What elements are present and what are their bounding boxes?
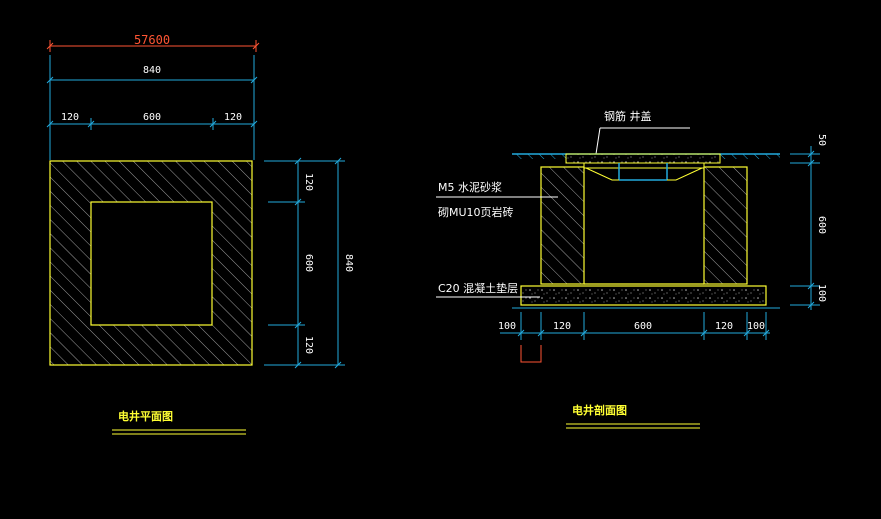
plan-dim-v-mid: 600 — [303, 254, 314, 272]
concrete-base — [520, 285, 767, 306]
section-dim-r-mid: 600 — [816, 216, 827, 234]
cover-label: 钢筋 井盖 — [604, 109, 652, 123]
plan-dim-right: 120 — [224, 112, 242, 123]
top-dimension-overall — [46, 55, 258, 160]
plan-wall-hatch — [50, 161, 252, 365]
section-dim-r-top: 50 — [816, 134, 827, 146]
section-dim-b-wall-r: 120 — [715, 321, 733, 332]
wall-right — [703, 166, 748, 285]
plan-dim-mid: 600 — [143, 112, 161, 123]
plan-dim-v-total: 840 — [343, 254, 354, 272]
plan-dim-overall: 840 — [143, 65, 161, 76]
right-dimension-lines — [264, 157, 345, 369]
cover-slab — [565, 153, 721, 164]
wall-left — [540, 166, 585, 285]
red-dim-text: 57600 — [134, 33, 170, 47]
section-dim-b-mid: 600 — [634, 321, 652, 332]
brick-label: 砌MU10页岩砖 — [438, 205, 514, 219]
plan-dim-v-bot: 120 — [303, 336, 314, 354]
red-dimension: 57600 — [46, 33, 260, 52]
section-dim-r-bot: 100 — [816, 284, 827, 302]
section-dim-b-left: 100 — [498, 321, 516, 332]
plan-outer-outline — [49, 160, 253, 366]
plan-dim-left: 120 — [61, 112, 79, 123]
cover-frame — [583, 162, 705, 169]
section-bottom-dimensions — [500, 312, 770, 340]
top-dimension-parts — [46, 118, 258, 130]
section-dim-b-right: 100 — [747, 321, 765, 332]
plan-dim-v-top: 120 — [303, 173, 314, 191]
plan-title: 电井平面图 — [118, 409, 173, 423]
red-mark — [520, 345, 542, 363]
section-view: 钢筋 井盖 M5 水泥砂浆 砌MU10页岩砖 C20 混凝土垫层 — [436, 109, 827, 429]
section-right-dimensions — [790, 146, 820, 310]
plan-view: 57600 840 120 600 120 — [46, 33, 354, 435]
section-dim-b-wall-l: 120 — [553, 321, 571, 332]
mortar-label: M5 水泥砂浆 — [438, 180, 502, 194]
soil-hatch-left — [512, 154, 572, 159]
concrete-label: C20 混凝土垫层 — [438, 281, 518, 295]
plan-inner-outline — [90, 201, 213, 326]
section-title: 电井剖面图 — [572, 403, 627, 417]
cover-ribs — [618, 163, 668, 181]
soil-hatch-right — [718, 154, 780, 159]
